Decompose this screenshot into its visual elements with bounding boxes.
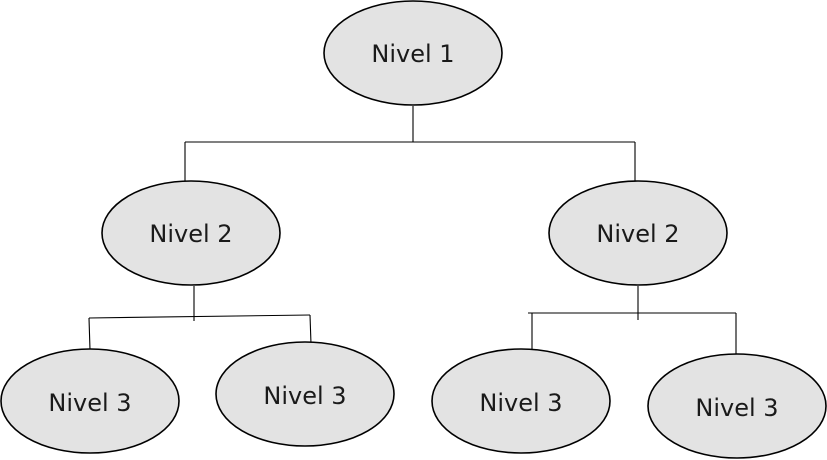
connector-left-drop-1: [88, 317, 91, 351]
node-level-3-1-label: Nivel 3: [48, 389, 131, 417]
node-level-1-shape: [323, 0, 503, 106]
node-level-3-3-label: Nivel 3: [479, 389, 562, 417]
node-level-3-2-label: Nivel 3: [263, 382, 346, 410]
node-level-3-4: Nivel 3: [647, 353, 827, 459]
node-level-2-left: Nivel 2: [101, 180, 281, 286]
connector-left-drop-2: [309, 314, 312, 345]
connectors-left-branch: [88, 286, 312, 351]
node-level-3-3-shape: [431, 348, 611, 454]
node-level-3-1: Nivel 3: [0, 348, 180, 454]
connector-left-bar: [88, 314, 311, 319]
connectors-root: [184, 106, 636, 183]
connectors-right-branch: [528, 286, 737, 355]
node-level-3-4-label: Nivel 3: [695, 394, 778, 422]
node-level-3-2-shape: [215, 341, 395, 447]
node-level-2-right-label: Nivel 2: [596, 220, 679, 248]
node-level-1: Nivel 1: [323, 0, 503, 106]
node-level-3-3: Nivel 3: [431, 348, 611, 454]
node-level-2-right: Nivel 2: [548, 180, 728, 286]
node-level-3-2: Nivel 3: [215, 341, 395, 447]
node-level-2-left-shape: [101, 180, 281, 286]
node-level-1-label: Nivel 1: [371, 40, 454, 68]
node-level-3-1-shape: [0, 348, 180, 454]
node-level-3-4-shape: [647, 353, 827, 459]
node-level-2-right-shape: [548, 180, 728, 286]
node-level-2-left-label: Nivel 2: [149, 220, 232, 248]
